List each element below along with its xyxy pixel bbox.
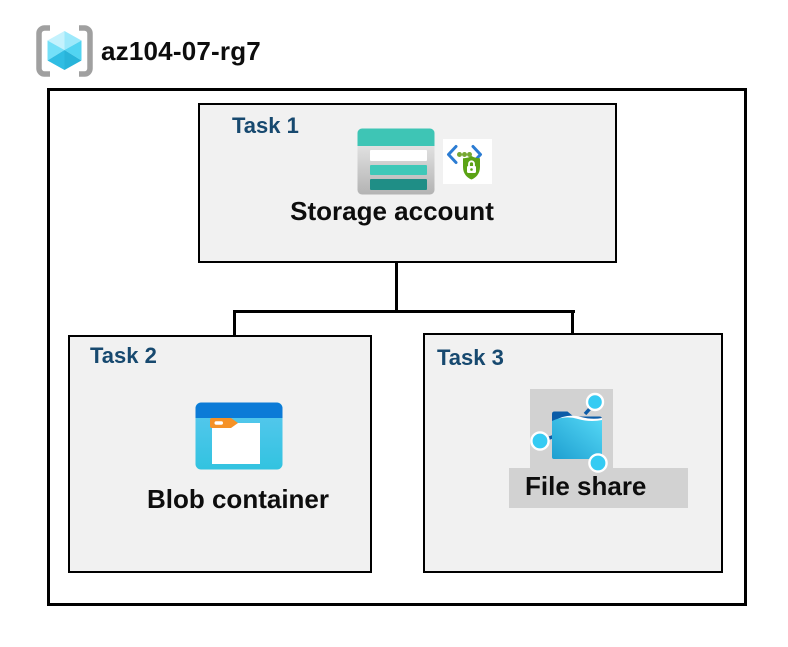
connector-storage-stem [395,233,398,313]
blob-container-icon [195,402,283,470]
connector-horizontal [233,310,575,313]
resource-group-name: az104-07-rg7 [101,36,261,66]
file-share-icon [530,392,608,473]
file-share-label: File share [525,471,647,501]
resource-group-icon [36,25,93,77]
blob-container-label: Blob container [146,484,329,514]
sas-security-icon [443,139,492,184]
file-share-labelbox: File share [509,468,688,508]
task3-label: Task 3 [437,345,504,370]
storage-account-label: Storage account [290,196,494,226]
task2-label: Task 2 [90,343,157,368]
task1-label: Task 1 [232,113,299,138]
storage-account-icon [357,128,435,195]
